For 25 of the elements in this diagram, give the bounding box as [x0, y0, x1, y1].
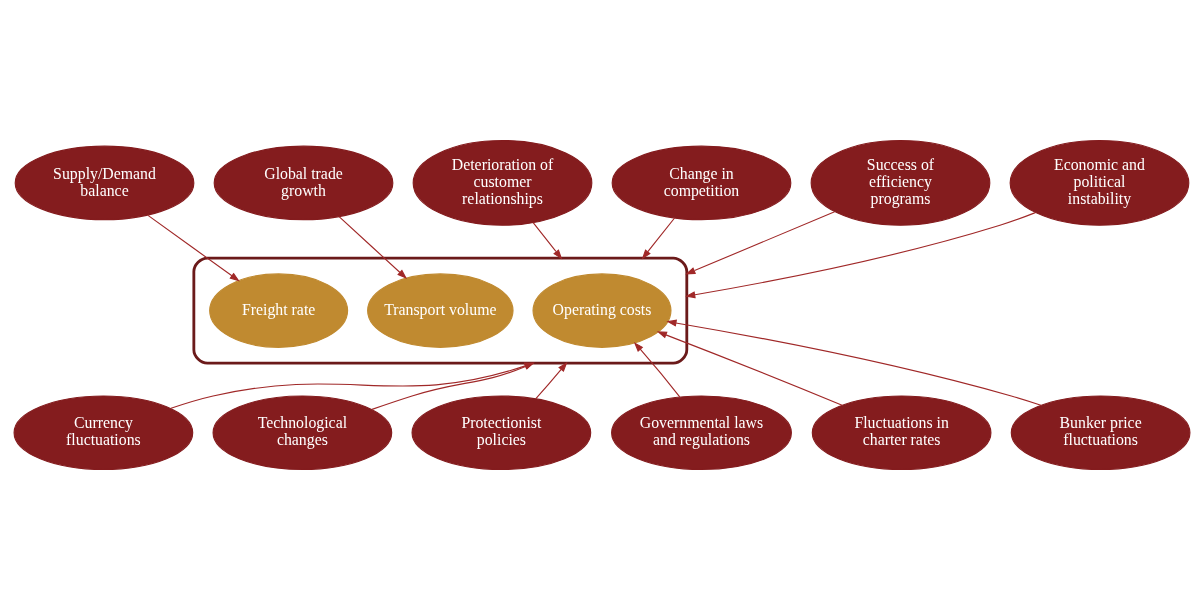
node-ellipse: Operating costs: [532, 272, 672, 348]
node-ellipse: Change in competition: [611, 145, 792, 220]
node-ellipse: Governmental laws and regulations: [611, 394, 792, 470]
node-ellipse: Fluctuations in charter rates: [811, 394, 992, 470]
arrow: [641, 216, 676, 259]
node-ellipse: Global trade growth: [213, 145, 394, 220]
node-ellipse: Economic and political instability: [1009, 139, 1190, 226]
arrow: [532, 221, 563, 259]
node-ellipse: Transport volume: [367, 272, 514, 348]
arrow: [685, 211, 1036, 298]
arrow: [633, 341, 681, 397]
node-ellipse: Protectionist policies: [411, 394, 592, 470]
node-ellipse: Supply/Demand balance: [14, 145, 195, 220]
cluster: [192, 256, 689, 365]
arrow: [338, 215, 408, 279]
arrow: [147, 214, 240, 281]
arrow: [535, 361, 568, 399]
node-ellipse: Bunker price fluctuations: [1010, 394, 1191, 470]
node-ellipse: Success of efficiency programs: [810, 139, 991, 226]
node-ellipse: Deterioration of customer relationships: [412, 139, 593, 226]
node-ellipse: Technological changes: [212, 394, 393, 470]
arrow: [666, 319, 1042, 406]
node-ellipse: Currency fluctuations: [13, 394, 194, 470]
arrow: [685, 210, 836, 274]
arrow: [656, 330, 843, 406]
